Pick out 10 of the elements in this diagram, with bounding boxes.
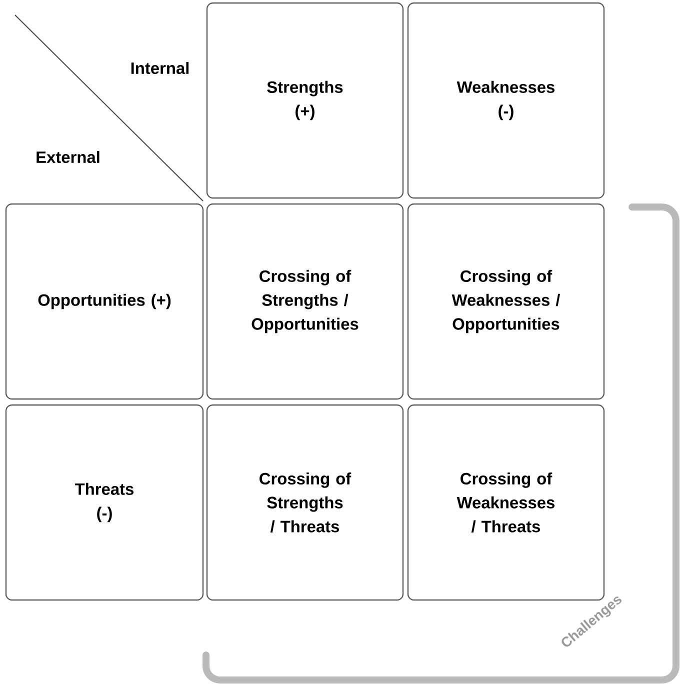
swot-box: Opportunities (+) xyxy=(5,203,204,400)
swot-box: Threats (-) xyxy=(5,404,204,601)
label-text: External xyxy=(36,150,100,164)
swot-box: Crossing of Strengths / Opportunities xyxy=(206,203,404,400)
swot-box: Strengths (+) xyxy=(206,2,404,199)
swot-box: Crossing of Strengths / Threats xyxy=(206,404,404,601)
swot-box: Crossing of Weaknesses / Opportunities xyxy=(407,203,605,400)
label-text: Internal xyxy=(131,62,189,74)
swot-box: Crossing of Weaknesses / Threats xyxy=(407,404,605,601)
swot-box: Weaknesses (-) xyxy=(407,2,605,199)
